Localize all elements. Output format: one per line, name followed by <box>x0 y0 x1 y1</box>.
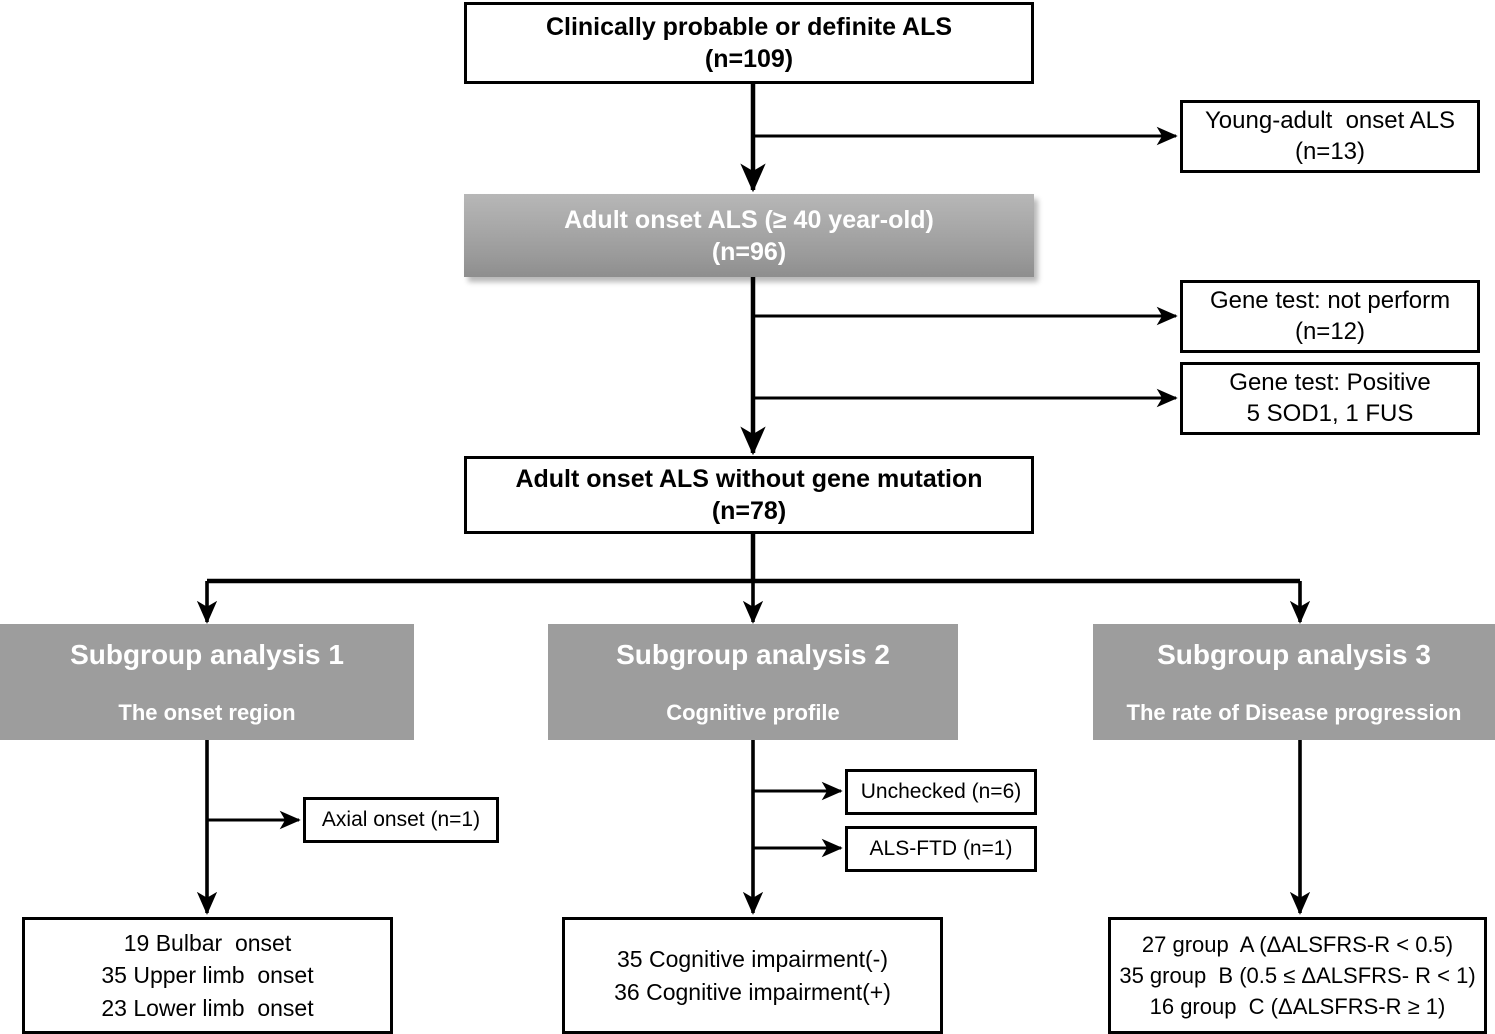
node-disease-progression-results[interactable]: 27 group A (ΔALSFRS-R < 0.5) 35 group B … <box>1108 917 1487 1034</box>
node-als-ftd-line1: ALS-FTD (n=1) <box>869 836 1013 860</box>
progression-results-line2: 35 group B (0.5 ≤ ΔALSFRS- R < 1) <box>1119 962 1476 988</box>
node-no-mutation-line1: Adult onset ALS without gene mutation <box>515 465 983 493</box>
node-subgroup-analysis-1[interactable]: Subgroup analysis 1 The onset region <box>0 624 414 740</box>
node-adult-onset-without-gene-mutation[interactable]: Adult onset ALS without gene mutation (n… <box>464 456 1034 534</box>
onset-results-line3: 23 Lower limb onset <box>101 994 314 1021</box>
subgroup2-subtitle: Cognitive profile <box>666 699 840 725</box>
node-adult-onset-als[interactable]: Adult onset ALS (≥ 40 year-old) (n=96) <box>464 194 1034 277</box>
node-gene-test-not-performed[interactable]: Gene test: not perform (n=12) <box>1180 280 1480 353</box>
node-gene-not-performed-line1: Gene test: not perform <box>1209 286 1451 314</box>
node-unchecked[interactable]: Unchecked (n=6) <box>845 769 1037 815</box>
node-gene-positive-line1: Gene test: Positive <box>1229 368 1431 396</box>
node-adult-onset-line1: Adult onset ALS (≥ 40 year-old) <box>564 205 934 234</box>
cognitive-results-line2: 36 Cognitive impairment(+) <box>614 978 891 1005</box>
subgroup1-title: Subgroup analysis 1 <box>70 639 344 670</box>
node-young-adult-line2: (n=13) <box>1294 137 1366 165</box>
node-young-adult-line1: Young-adult onset ALS <box>1205 106 1455 134</box>
node-subgroup-analysis-2[interactable]: Subgroup analysis 2 Cognitive profile <box>548 624 958 740</box>
progression-results-line3: 16 group C (ΔALSFRS-R ≥ 1) <box>1149 994 1446 1020</box>
node-axial-onset[interactable]: Axial onset (n=1) <box>303 797 499 843</box>
subgroup3-subtitle: The rate of Disease progression <box>1126 699 1462 725</box>
node-root-line1: Clinically probable or definite ALS <box>545 13 953 41</box>
node-root-line2: (n=109) <box>704 45 794 73</box>
node-onset-region-results[interactable]: 19 Bulbar onset 35 Upper limb onset 23 L… <box>22 917 393 1034</box>
onset-results-line2: 35 Upper limb onset <box>101 962 314 989</box>
node-gene-positive-line2: 5 SOD1, 1 FUS <box>1246 399 1414 427</box>
node-subgroup-analysis-3[interactable]: Subgroup analysis 3 The rate of Disease … <box>1093 624 1495 740</box>
subgroup2-title: Subgroup analysis 2 <box>616 639 890 670</box>
cognitive-results-line1: 35 Cognitive impairment(-) <box>617 945 888 972</box>
node-no-mutation-line2: (n=78) <box>711 497 787 525</box>
progression-results-line1: 27 group A (ΔALSFRS-R < 0.5) <box>1141 931 1454 957</box>
node-unchecked-line1: Unchecked (n=6) <box>860 779 1022 803</box>
node-axial-onset-line1: Axial onset (n=1) <box>321 807 481 831</box>
node-gene-test-positive[interactable]: Gene test: Positive 5 SOD1, 1 FUS <box>1180 362 1480 435</box>
node-gene-not-performed-line2: (n=12) <box>1294 317 1366 345</box>
node-clinically-probable-als[interactable]: Clinically probable or definite ALS (n=1… <box>464 2 1034 84</box>
node-cognitive-profile-results[interactable]: 35 Cognitive impairment(-) 36 Cognitive … <box>562 917 943 1034</box>
onset-results-line1: 19 Bulbar onset <box>123 929 292 956</box>
node-adult-onset-line2: (n=96) <box>711 237 787 266</box>
node-als-ftd[interactable]: ALS-FTD (n=1) <box>845 826 1037 872</box>
subgroup1-subtitle: The onset region <box>118 699 296 725</box>
subgroup3-title: Subgroup analysis 3 <box>1157 639 1431 670</box>
node-young-adult-onset-als[interactable]: Young-adult onset ALS (n=13) <box>1180 100 1480 173</box>
